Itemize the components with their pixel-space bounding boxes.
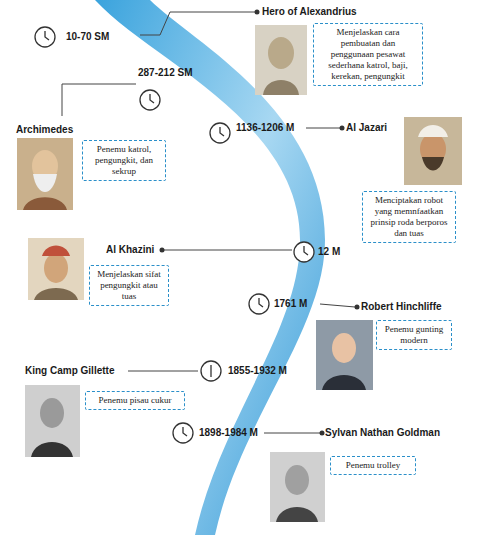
date-label: 1761 M [274, 297, 307, 310]
name-label: Al Jazari [346, 121, 387, 134]
date-label: 12 M [318, 245, 340, 258]
date-label: 10-70 SM [66, 30, 109, 43]
description-text: Menjelaskan cara pembuatan dan penggunaa… [318, 27, 418, 82]
description-box: Penemu trolley [330, 456, 416, 475]
description-text: Menjelaskan sifat pengungkit atau tuas [94, 269, 164, 302]
name-label: Archimedes [16, 123, 73, 136]
name-label: Sylvan Nathan Goldman [325, 426, 440, 439]
description-text: Penemu trolley [335, 460, 411, 471]
name-label: Al Khazini [106, 243, 154, 256]
description-box: Penemu pisau cukur [85, 391, 185, 410]
description-box: Menjelaskan sifat pengungkit atau tuas [89, 265, 169, 306]
name-label: Robert Hinchliffe [361, 300, 442, 313]
name-label: King Camp Gillette [25, 364, 114, 377]
description-text: Penemu katrol, pengungkit, dan sekrup [87, 144, 161, 177]
description-box: Menjelaskan cara pembuatan dan penggunaa… [313, 23, 423, 86]
description-box: Penemu katrol, pengungkit, dan sekrup [82, 140, 166, 181]
clock-icons [35, 27, 314, 443]
date-label: 287-212 SM [138, 66, 192, 79]
description-text: Penemu gunting modern [381, 324, 447, 346]
date-label: 1855-1932 M [228, 364, 287, 377]
description-text: Menciptakan robot yang memnfaatkan prins… [367, 195, 451, 239]
description-text: Penemu pisau cukur [90, 395, 180, 406]
name-label: Hero of Alexandrius [262, 5, 357, 18]
portraits [17, 25, 462, 522]
date-label: 1898-1984 M [199, 426, 258, 439]
description-box: Menciptakan robot yang memnfaatkan prins… [362, 191, 456, 243]
description-box: Penemu gunting modern [376, 320, 452, 350]
date-label: 1136-1206 M [236, 121, 294, 134]
